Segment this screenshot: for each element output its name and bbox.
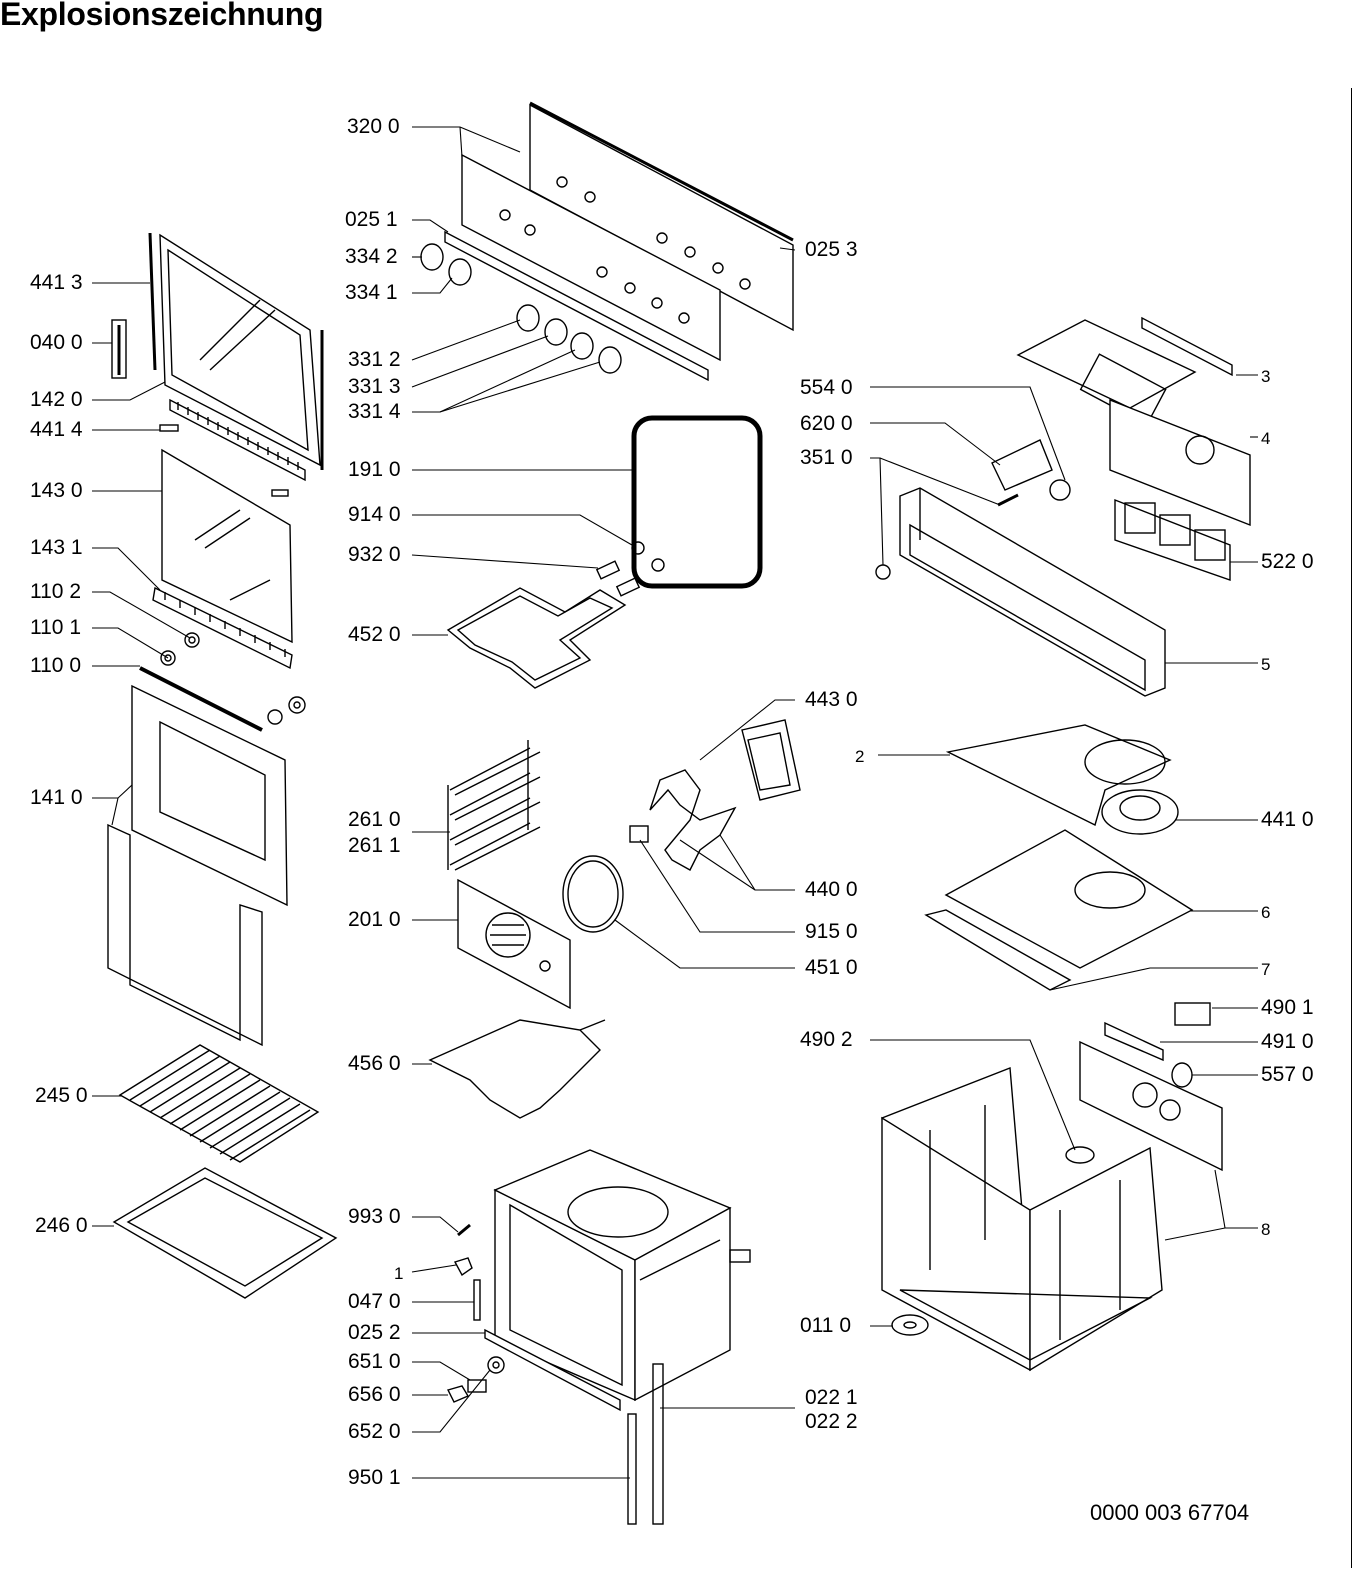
callout-025-3: 025 3 [805, 238, 858, 261]
callout-3: 3 [1261, 367, 1271, 386]
callout-334-2: 334 2 [345, 245, 398, 268]
callout-191-0: 191 0 [348, 458, 401, 481]
cabinet-top-panel [924, 829, 1194, 991]
callout-025-2: 025 2 [348, 1321, 401, 1344]
fan-housing-cover [945, 724, 1172, 827]
door-frame-part [148, 232, 324, 470]
cooling-fan-part [1101, 789, 1179, 835]
ring-heater-part [562, 855, 624, 933]
callout-261-0: 261 0 [348, 808, 401, 831]
callout-5: 5 [1261, 655, 1271, 674]
rear-panel-part [1109, 398, 1251, 527]
oven-door-seal [631, 415, 763, 589]
cabinet-body-part [881, 1067, 1163, 1372]
callout-201-0: 201 0 [348, 908, 401, 931]
document-number: 0000 003 67704 [1090, 1500, 1250, 1525]
callout-915-0: 915 0 [805, 920, 858, 943]
callout-011-0: 011 0 [800, 1314, 851, 1337]
callout-656-0: 656 0 [348, 1383, 401, 1406]
callout-1: 1 [394, 1264, 404, 1283]
foot-part [891, 1314, 929, 1336]
callout-620-0: 620 0 [800, 412, 853, 435]
callout-4: 4 [1261, 429, 1271, 448]
callout-651-0: 651 0 [348, 1350, 401, 1373]
callout-8: 8 [1261, 1220, 1271, 1239]
callout-331-2: 331 2 [348, 348, 401, 371]
oven-cavity-part [493, 1149, 751, 1402]
callout-7: 7 [1261, 960, 1271, 979]
callout-022-2: 022 2 [805, 1410, 858, 1433]
outer-door-glass [131, 684, 288, 907]
callout-110-1: 110 1 [30, 616, 81, 639]
callout-441-3: 441 3 [30, 271, 83, 294]
switch-and-thermostat [875, 439, 1071, 580]
callout-047-0: 047 0 [348, 1290, 401, 1313]
small-hardware-parts [446, 1223, 664, 1525]
callout-993-0: 993 0 [348, 1205, 401, 1228]
callout-246-0: 246 0 [35, 1214, 88, 1237]
inner-glass-part [161, 448, 293, 644]
callout-2: 2 [855, 747, 865, 766]
control-panel-part [461, 101, 794, 362]
door-handle-parts [139, 632, 306, 732]
callout-331-3: 331 3 [348, 375, 401, 398]
callout-022-1: 022 1 [805, 1386, 858, 1409]
door-gasket-frame [107, 823, 263, 1047]
control-rail-part [444, 230, 709, 382]
callout-451-0: 451 0 [805, 956, 858, 979]
control-housing-part [899, 487, 1166, 697]
bottom-heater-part [428, 1019, 606, 1119]
terminal-and-rear-panel [1079, 1002, 1223, 1172]
callout-932-0: 932 0 [348, 543, 401, 566]
shelf-guides-part [447, 740, 541, 871]
callout-141-0: 141 0 [30, 786, 83, 809]
fan-cover-part [457, 878, 571, 1010]
callout-522-0: 522 0 [1261, 550, 1314, 573]
door-hinge-part [111, 319, 127, 379]
callout-6: 6 [1261, 903, 1271, 922]
heating-element-top [446, 541, 665, 689]
top-cover-part [1016, 316, 1233, 426]
callout-456-0: 456 0 [348, 1052, 401, 1075]
callout-490-1: 490 1 [1261, 996, 1314, 1019]
callout-441-4: 441 4 [30, 418, 83, 441]
callout-491-0: 491 0 [1261, 1030, 1314, 1053]
callout-245-0: 245 0 [35, 1084, 88, 1107]
callout-025-1: 025 1 [345, 208, 398, 231]
callout-320-0: 320 0 [347, 115, 400, 138]
callout-331-4: 331 4 [348, 400, 401, 423]
callout-441-0: 441 0 [1261, 808, 1314, 831]
frame-border [1351, 88, 1352, 1568]
callout-142-0: 142 0 [30, 388, 83, 411]
control-knobs [420, 243, 622, 374]
callout-914-0: 914 0 [348, 503, 401, 526]
callout-440-0: 440 0 [805, 878, 858, 901]
callout-452-0: 452 0 [348, 623, 401, 646]
callout-143-1: 143 1 [30, 536, 83, 559]
grid-shelf-part [118, 1044, 320, 1163]
callout-110-2: 110 2 [30, 580, 81, 603]
callout-261-1: 261 1 [348, 834, 401, 857]
fan-motor-part [741, 719, 801, 801]
page-title: Explosionszeichnung [0, 0, 324, 32]
glass-holder-strip [152, 586, 293, 670]
callout-490-2: 490 2 [800, 1028, 853, 1051]
callout-950-1: 950 1 [348, 1466, 401, 1489]
callout-652-0: 652 0 [348, 1420, 401, 1443]
door-seal-strip [159, 398, 306, 497]
callout-143-0: 143 0 [30, 479, 83, 502]
baking-tray-part [112, 1167, 338, 1299]
callout-557-0: 557 0 [1261, 1063, 1314, 1086]
callout-443-0: 443 0 [805, 688, 858, 711]
callout-351-0: 351 0 [800, 446, 853, 469]
leader-lines [92, 126, 1258, 1479]
callout-554-0: 554 0 [800, 376, 853, 399]
switch-block-part [1114, 498, 1231, 581]
callout-110-0: 110 0 [30, 654, 81, 677]
callout-040-0: 040 0 [30, 331, 83, 354]
callout-334-1: 334 1 [345, 281, 398, 304]
fan-blade-part [629, 769, 737, 871]
